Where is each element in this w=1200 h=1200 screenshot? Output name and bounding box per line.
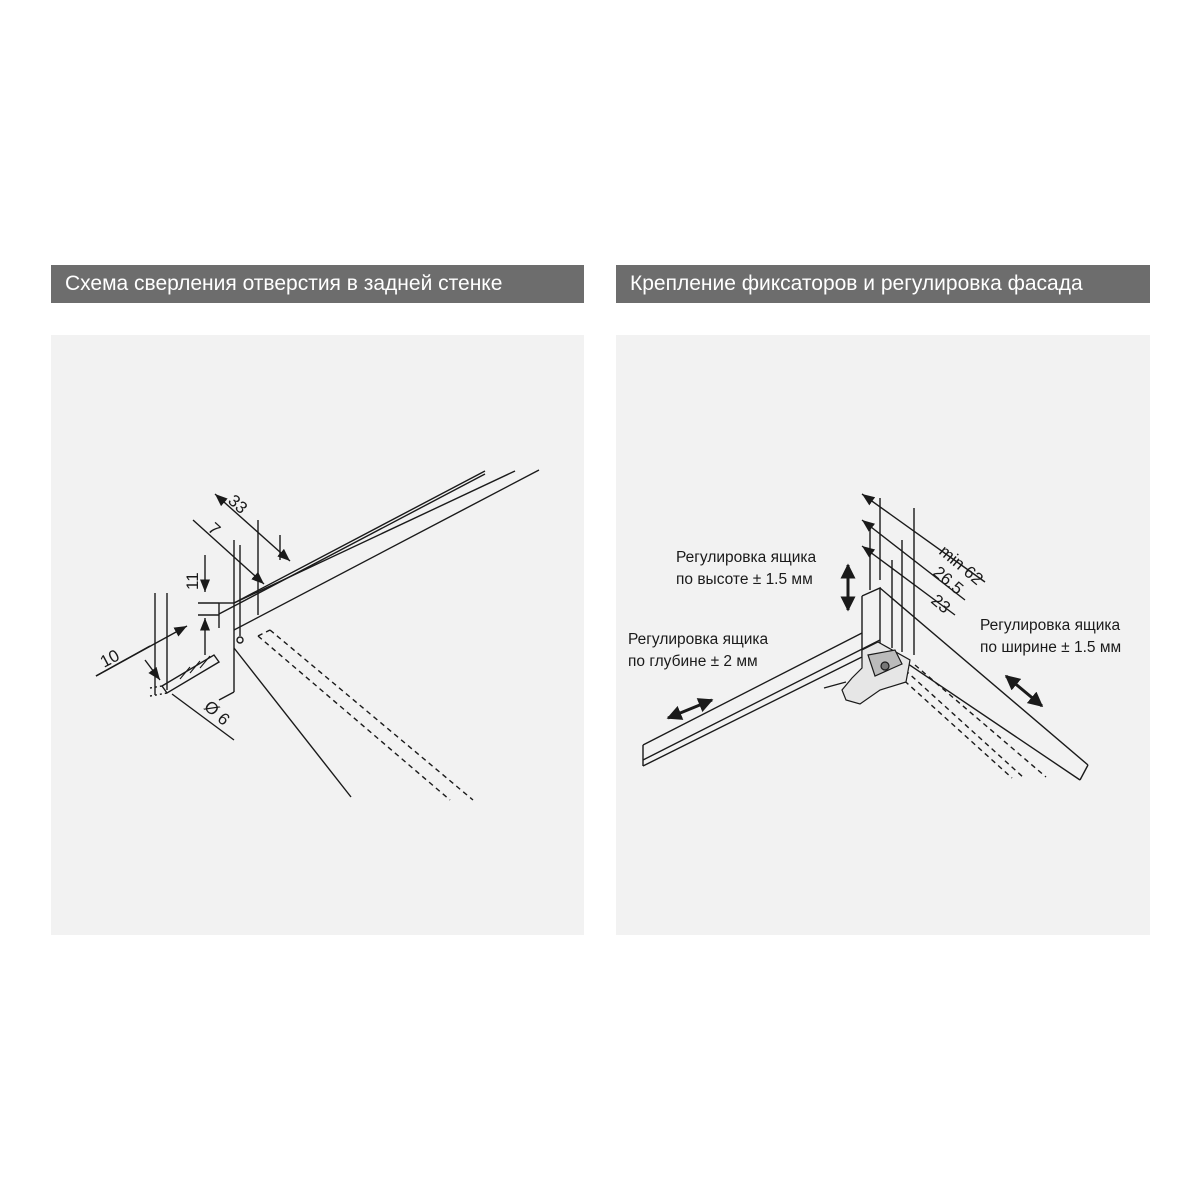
hidden-edges	[897, 664, 1047, 779]
left-panel-title: Схема сверления отверстия в задней стенк…	[51, 265, 584, 303]
dimension-11	[198, 555, 219, 655]
facade-adjustment-drawing: min 62 26.5 23	[642, 493, 1089, 781]
drilling-scheme-panel: 33 7 11 10 Ø 6	[51, 335, 584, 935]
width-adjust-arrow-icon	[1004, 674, 1044, 708]
dimension-7	[192, 519, 265, 636]
depth-adjust-note: Регулировка ящика по глубине ± 2 мм	[628, 629, 768, 673]
dimension-diameter-6	[144, 659, 235, 741]
depth-adjust-note-line1: Регулировка ящика	[628, 631, 769, 648]
drawer-side-outline	[642, 632, 881, 767]
dim-label-10: 10	[97, 646, 123, 672]
height-adjust-note-line2: по высоте ± 1.5 мм	[676, 571, 813, 588]
dimension-23	[861, 545, 956, 648]
facade-adjustment-panel: min 62 26.5 23 Регулировка ящика по высо…	[616, 335, 1150, 935]
width-adjust-note-line1: Регулировка ящика	[980, 617, 1121, 634]
depth-adjust-arrow-icon	[666, 698, 714, 720]
dimension-min62	[861, 493, 986, 655]
height-adjust-note-line1: Регулировка ящика	[676, 549, 817, 566]
hidden-edges	[257, 629, 474, 801]
dim-label-7: 7	[204, 519, 224, 539]
width-adjust-note-line2: по ширине ± 1.5 мм	[980, 639, 1122, 656]
right-panel-title: Крепление фиксаторов и регулировка фасад…	[616, 265, 1150, 303]
dim-label-23: 23	[927, 591, 954, 618]
width-adjust-note: Регулировка ящика по ширине ± 1.5 мм	[980, 615, 1121, 659]
drilling-scheme-drawing: 33 7 11 10 Ø 6	[95, 469, 540, 801]
dim-label-11: 11	[183, 572, 202, 590]
dim-label-diameter: Ø 6	[200, 697, 233, 729]
height-adjust-note: Регулировка ящика по высоте ± 1.5 мм	[676, 547, 816, 591]
dimension-33	[214, 493, 291, 615]
drill-bit-icon	[149, 636, 244, 697]
dim-label-33: 33	[224, 491, 251, 518]
side-panel-outline	[233, 469, 540, 798]
depth-adjust-note-line2: по глубине ± 2 мм	[628, 653, 758, 670]
fixator-clip-icon	[823, 641, 911, 705]
back-panel-outline	[218, 470, 486, 701]
